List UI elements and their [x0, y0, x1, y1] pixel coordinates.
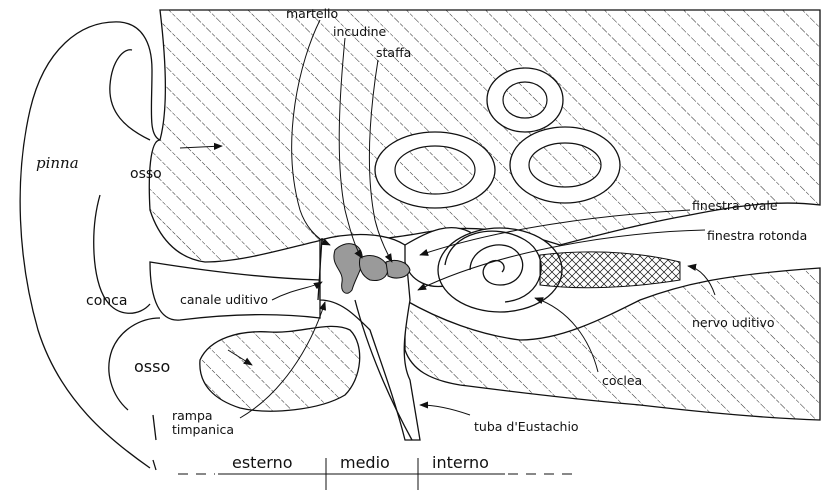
label-osso-bottom: osso — [134, 357, 170, 376]
label-coclea: coclea — [602, 373, 642, 388]
label-staffa: staffa — [376, 45, 411, 60]
label-timpanica: timpanica — [172, 422, 234, 437]
temporal-bone-upper — [149, 10, 820, 262]
label-pinna: pinna — [36, 154, 79, 172]
auditory-nerve — [540, 252, 680, 288]
label-esterno: esterno — [232, 453, 293, 472]
label-tuba: tuba d'Eustachio — [474, 419, 579, 434]
label-interno: interno — [432, 453, 489, 472]
region-scale: esterno medio interno — [178, 453, 575, 490]
label-canale-uditivo: canale uditivo — [180, 292, 268, 307]
label-finestra-rotonda: finestra rotonda — [707, 228, 807, 243]
temporal-bone-bottom — [200, 326, 360, 411]
label-osso-top: osso — [130, 166, 162, 182]
label-nervo-uditivo: nervo uditivo — [692, 315, 775, 330]
label-rampa: rampa — [172, 408, 213, 423]
pinna-outline — [20, 22, 160, 470]
label-finestra-ovale: finestra ovale — [692, 198, 778, 213]
label-martello: martello — [286, 6, 338, 21]
label-conca: conca — [86, 293, 127, 309]
label-medio: medio — [340, 453, 390, 472]
label-incudine: incudine — [333, 24, 387, 39]
